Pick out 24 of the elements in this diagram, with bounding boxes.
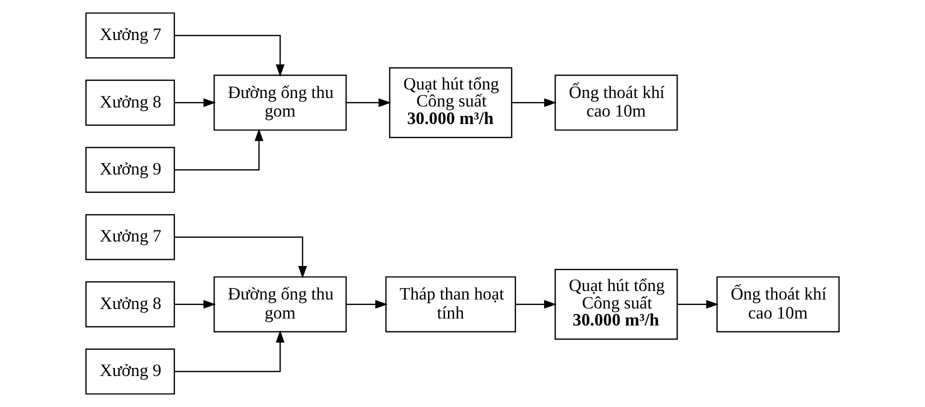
node-box: Xưởng 9 bbox=[85, 348, 175, 395]
arrow bbox=[174, 236, 307, 278]
arrow bbox=[174, 300, 216, 309]
node-box: Xưởng 8 bbox=[85, 80, 175, 126]
arrow bbox=[174, 98, 216, 108]
node-box: Ống thoát khí cao 10m bbox=[554, 74, 678, 131]
arrow bbox=[346, 98, 392, 108]
node-box: Quạt hút tổng Công suất 30.000 m³/h bbox=[554, 268, 678, 340]
node-box: Ống thoát khí cao 10m bbox=[716, 276, 840, 332]
node-box: Xưởng 7 bbox=[85, 214, 175, 260]
arrow bbox=[512, 98, 557, 108]
node-box: Đường ống thu gom bbox=[214, 74, 347, 131]
arrow bbox=[677, 300, 719, 309]
node-box: Xưởng 8 bbox=[85, 281, 175, 328]
node-box: Xưởng 9 bbox=[85, 146, 175, 193]
node-box: Đường ống thu gom bbox=[214, 276, 347, 332]
arrow bbox=[174, 330, 285, 372]
node-box: Xưởng 7 bbox=[85, 12, 175, 58]
node-box: Tháp than hoạt tính bbox=[385, 276, 516, 332]
arrow bbox=[346, 300, 388, 309]
node-box: Quạt hút tổng Công suất 30.000 m³/h bbox=[389, 67, 512, 138]
arrow bbox=[174, 34, 285, 77]
arrow bbox=[174, 128, 264, 171]
arrow bbox=[516, 300, 557, 309]
